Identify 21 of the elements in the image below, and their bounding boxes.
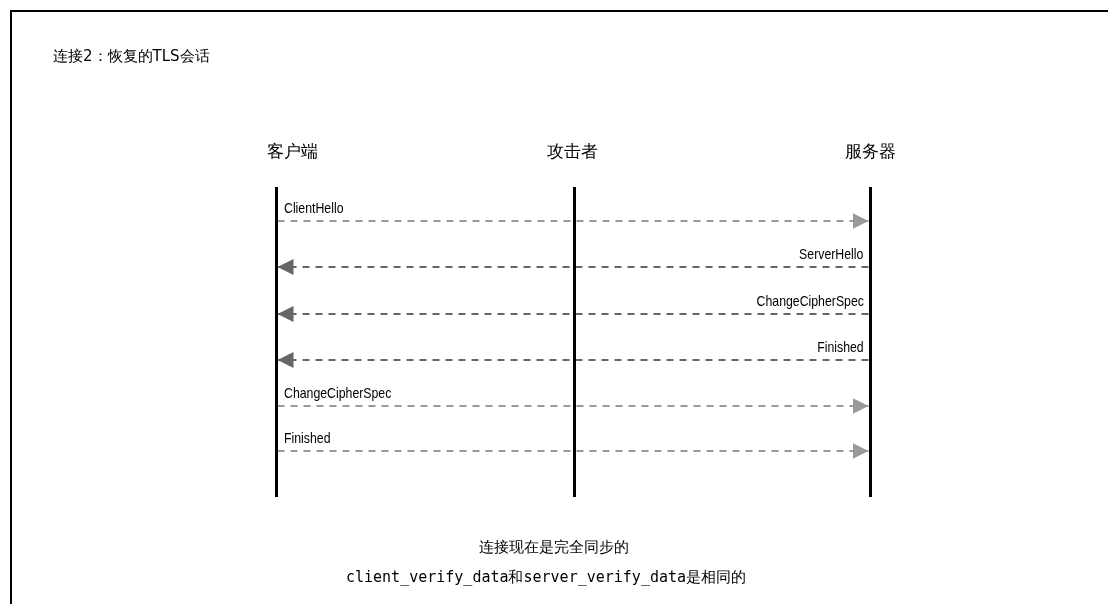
title: 连接2：恢复的TLS会话	[53, 47, 210, 66]
lifeline	[274, 187, 278, 497]
arrow	[276, 306, 870, 322]
arrow	[276, 443, 870, 459]
arrow	[276, 398, 870, 414]
arrow	[276, 259, 870, 275]
lifeline	[572, 187, 576, 497]
lifeline-label: 客户端	[266, 140, 318, 163]
note: 连接现在是完全同步的	[479, 538, 629, 557]
message-label: ChangeCipherSpec	[756, 292, 864, 309]
message-label: ChangeCipherSpec	[283, 384, 391, 401]
arrow	[276, 352, 870, 368]
lifeline-label: 攻击者	[546, 140, 598, 163]
message-label: ClientHello	[283, 199, 343, 216]
arrow	[276, 213, 870, 229]
lifeline	[868, 187, 872, 497]
message-label: Finished	[283, 429, 330, 446]
message-label: ServerHello	[799, 245, 864, 262]
lifeline-label: 服务器	[844, 140, 896, 163]
message-label: Finished	[817, 338, 864, 355]
note: client_verify_data和server_verify_data是相同的	[345, 568, 747, 587]
